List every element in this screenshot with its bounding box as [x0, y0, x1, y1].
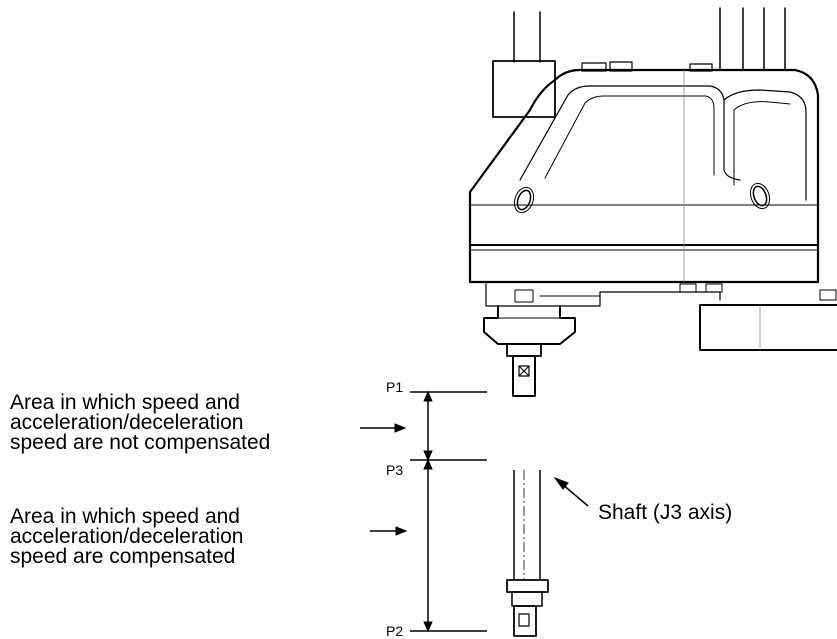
reference-lines — [410, 391, 487, 632]
point-label-p3: P3 — [386, 462, 404, 478]
dimension-arrow-compensated — [423, 458, 433, 633]
area-label-not-compensated: Area in which speed and acceleration/dec… — [10, 391, 271, 454]
point-label-p2: P2 — [386, 623, 404, 639]
area-label-compensated: Area in which speed and acceleration/dec… — [10, 505, 244, 568]
shaft-j3-illustration — [506, 470, 549, 637]
robot-arm-illustration — [468, 7, 837, 397]
shaft-label: Shaft (J3 axis) — [598, 501, 733, 524]
shaft-pointer-arrow — [553, 476, 589, 507]
point-label-p1: P1 — [386, 379, 404, 395]
leader-arrow-compensated — [370, 526, 408, 536]
dimension-arrow-not-compensated — [423, 390, 433, 462]
leader-arrow-not-compensated — [360, 423, 407, 433]
